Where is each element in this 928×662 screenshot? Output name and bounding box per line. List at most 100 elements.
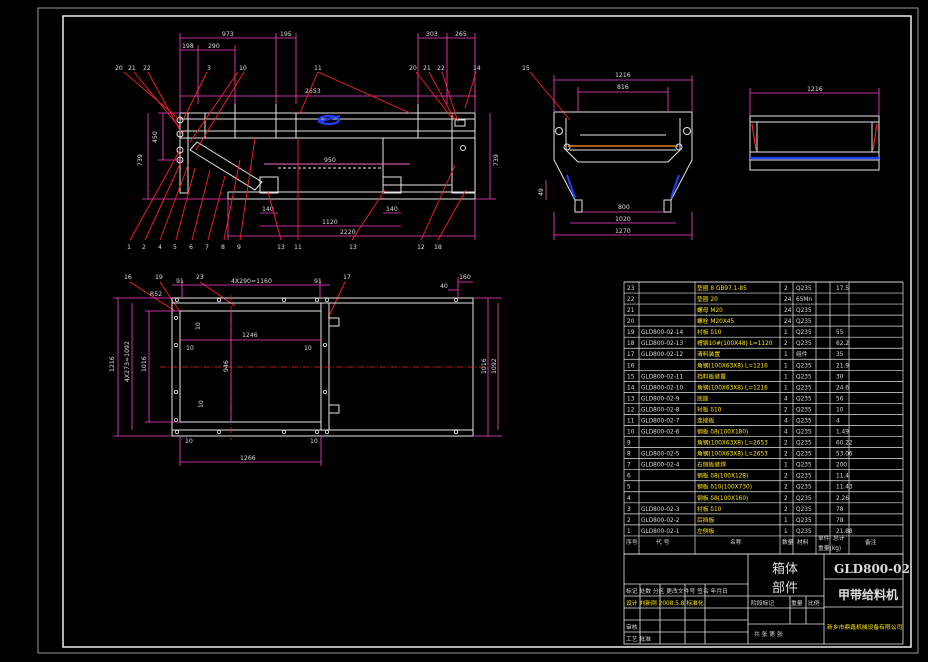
dim-4x290: 4X290=1160 xyxy=(231,278,272,285)
bom-cell-w: 200 xyxy=(836,463,847,469)
callout-1: 1 xyxy=(127,244,131,251)
callout-3: 3 xyxy=(207,65,211,72)
bom-cell-code: GLD800-02-9 xyxy=(641,396,680,402)
bom-cell-name: 垫圈 8 GB97.1-85 xyxy=(697,284,747,292)
bom-cell-mat: Q235 xyxy=(796,430,812,436)
svg-text:单件: 单件 xyxy=(818,534,830,542)
bom-cell-no: 12 xyxy=(627,407,635,413)
bom-cell-qty: 24 xyxy=(784,297,792,303)
bom-cell-code: GLD800-02-2 xyxy=(641,518,680,524)
callout-18: 18 xyxy=(434,244,442,251)
dim-1120: 1120 xyxy=(322,219,338,226)
dim-1016-right: 1016 xyxy=(481,358,488,374)
bom-cell-code: GLD800-02-14 xyxy=(641,330,683,336)
bom-cell-code: GLD800-02-11 xyxy=(641,374,683,380)
bom-cell-mat: Q235 xyxy=(796,385,812,391)
bom-cell-name: 螺栓 M20X45 xyxy=(697,317,734,325)
dim-10-f: 10 xyxy=(310,438,318,445)
dim-4x273: 4X273=1092 xyxy=(124,341,131,382)
bom-cell-qty: 2 xyxy=(784,286,788,292)
dim-198: 198 xyxy=(182,43,194,50)
bom-cell-no: 13 xyxy=(627,396,635,402)
dim-160: 160 xyxy=(459,274,471,281)
bom-cell-w: 78 xyxy=(836,507,844,513)
bom-cell-w: 56 xyxy=(836,396,844,402)
callout-9: 9 xyxy=(237,244,241,251)
dim-1092-right: 1092 xyxy=(491,358,498,374)
dim-91-left: 91 xyxy=(176,278,184,285)
svg-text:重量(kg): 重量(kg) xyxy=(818,544,841,552)
svg-text:备注: 备注 xyxy=(865,538,877,546)
front-view xyxy=(176,104,476,200)
bom-cell-mat: Q235 xyxy=(796,363,812,369)
callout-6: 6 xyxy=(189,244,193,251)
bom-header: 序号 代 号 名称 数量 材料 单件 总计 重量(kg) 备注 xyxy=(626,534,877,552)
bom-cell-no: 5 xyxy=(627,485,631,491)
product-name: 甲带给料机 xyxy=(838,587,898,602)
bom-cell-w: 24.6 xyxy=(836,385,849,391)
bom-cell-qty: 1 xyxy=(784,352,788,358)
dim-816: 816 xyxy=(617,84,629,91)
svg-text:代 号: 代 号 xyxy=(656,538,670,546)
bom-cell-name: 角钢(100X63X8) L=1216 xyxy=(697,383,768,391)
bom-cell-name: 角钢(100X63X8) L=2653 xyxy=(697,450,768,458)
callout-17: 17 xyxy=(343,274,351,281)
bom-cell-no: 8 xyxy=(627,452,631,458)
bom-cell-no: 17 xyxy=(627,352,635,358)
bom-cell-mat: Q235 xyxy=(796,308,812,314)
bom-cell-qty: 4 xyxy=(784,396,788,402)
bom-cell-w: 30 xyxy=(836,374,844,380)
bom-cell-no: 18 xyxy=(627,341,635,347)
side-view-dimensions xyxy=(545,75,693,240)
callout-11-bottom: 11 xyxy=(294,244,302,251)
revision-row: 标记 处数 分区 更改文件号 签名 年月日 xyxy=(626,587,728,595)
bom-cell-w: 53.06 xyxy=(836,452,853,458)
callout-13: 13 xyxy=(349,244,357,251)
part-name-2: 部件 xyxy=(772,581,798,596)
section-dimensions xyxy=(749,88,880,116)
bom-cell-mat: Q235 xyxy=(796,330,812,336)
bom-cell-code: GLD800-02-4 xyxy=(641,463,680,469)
plan-dimension-labels: 4X290=1160 91 91 160 40 1216 4X273=1092 … xyxy=(109,274,498,462)
callout-21-right: 21 xyxy=(423,65,431,72)
callout-numbers-bottom: 1 2 4 5 6 7 8 9 13 11 13 12 18 xyxy=(127,244,442,251)
approval-row: 工艺 批准 xyxy=(626,635,651,643)
bom-cell-no: 9 xyxy=(627,441,631,447)
drawing-number: GLD800-02 xyxy=(834,562,910,576)
bom-cell-code: GLD800-02-3 xyxy=(641,507,680,513)
bom-cell-w: 78 xyxy=(836,518,844,524)
dim-739-right: 739 xyxy=(493,154,500,166)
dim-1216-section: 1216 xyxy=(807,86,823,93)
bom-cell-no: 2 xyxy=(627,518,631,524)
bom-cell-qty: 2 xyxy=(784,407,788,413)
bom-cell-name: 角钢(100X63X8) L=2653 xyxy=(697,439,768,447)
bom-cell-name: 右侧板装焊 xyxy=(697,461,726,469)
bom-cell-no: 4 xyxy=(627,496,631,502)
bom-cell-name: 垫圈 20 xyxy=(697,295,718,303)
bom-cell-mat: Q235 xyxy=(796,452,812,458)
bom-cell-mat: Q235 xyxy=(796,496,812,502)
bom-cell-mat: Q235 xyxy=(796,319,812,325)
dim-739: 739 xyxy=(137,154,144,166)
bom-cell-name: 钢板 δ8(100X128) xyxy=(697,472,748,480)
bom-cell-name: 衬板 δ10 xyxy=(697,405,722,413)
bom-cell-w: 62.2 xyxy=(836,341,849,347)
bom-cell-qty: 1 xyxy=(784,529,788,535)
svg-text:名称: 名称 xyxy=(730,538,742,546)
dim-290: 290 xyxy=(208,43,220,50)
callout-10: 10 xyxy=(239,65,247,72)
bom-cell-w: 21.9 xyxy=(836,363,849,369)
callout-21: 21 xyxy=(128,65,136,72)
bom-grid xyxy=(623,281,904,555)
bom-cell-qty: 2 xyxy=(784,496,788,502)
